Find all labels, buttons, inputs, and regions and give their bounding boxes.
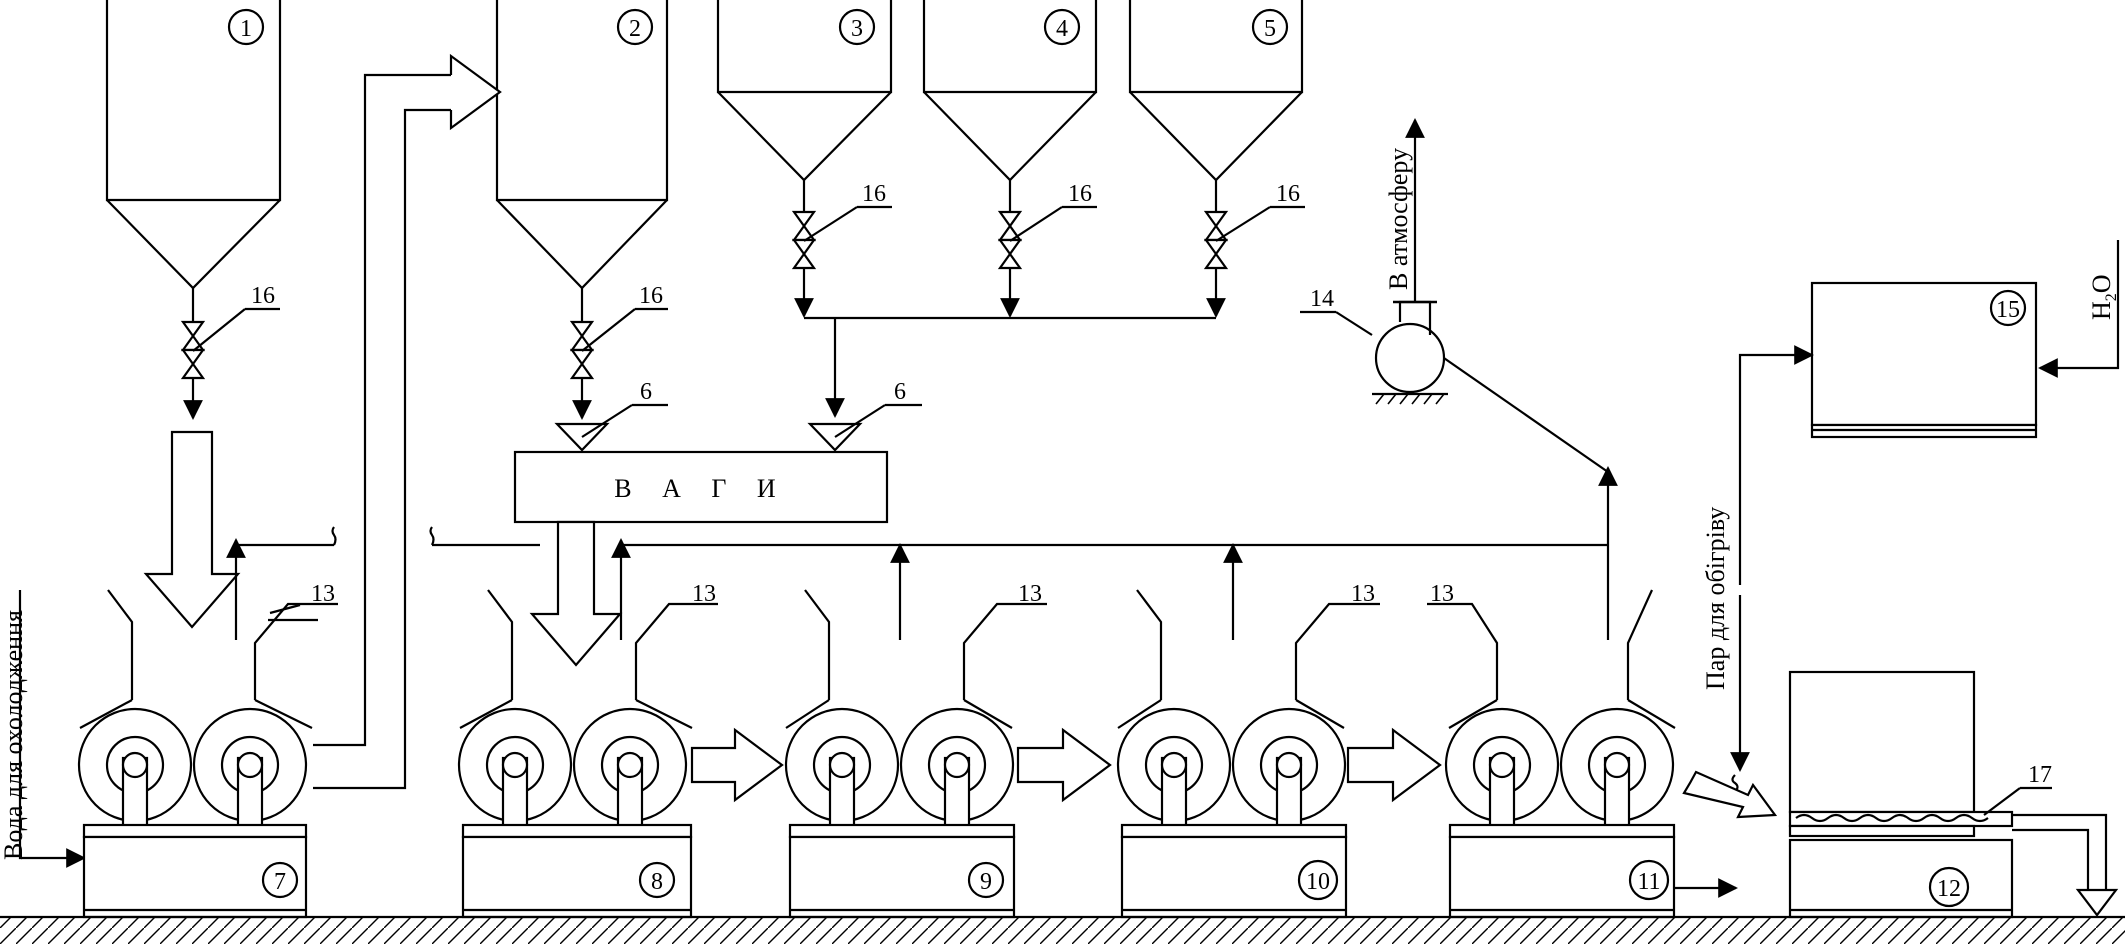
doser-right: 6 (807, 379, 922, 452)
cooling-water-inlet: Вода для охолодження (0, 590, 86, 868)
ground (0, 915, 2125, 944)
fan-label: 14 (1310, 286, 1334, 312)
hood-label-mill-11: 13 (1430, 581, 1454, 607)
hood-label-mill-9: 13 (1018, 581, 1042, 607)
weighing-unit-label: В А Г И (614, 474, 787, 503)
hopper-1: 1 (105, 0, 282, 322)
heating-steam-label: Пар для обігріву (1701, 507, 1730, 690)
press-12: 12 17 (1788, 670, 2119, 919)
feed-arrow-mill-8 (529, 520, 623, 667)
mill-11: 11 13 (1427, 581, 1738, 919)
boiler-number: 15 (1996, 297, 2020, 323)
hood-label-mill-7: 13 (311, 581, 335, 607)
valve-label-3: 16 (862, 181, 886, 207)
mill-7-number: 7 (274, 869, 286, 895)
boiler-15: 15 H2O Пар для обігріву (1701, 240, 2120, 792)
weighing-unit: В А Г И (513, 450, 889, 524)
doser-label-left: 6 (640, 379, 652, 405)
water-formula-label: H2O (2087, 274, 2120, 320)
doser-label-right: 6 (894, 379, 906, 405)
press-plate-label: 17 (2028, 762, 2052, 788)
feed-arrow-mill-7 (143, 430, 241, 629)
hood-label-mill-8: 13 (692, 581, 716, 607)
hopper-5: 5 (1128, 0, 1304, 212)
mill-11-number: 11 (1637, 869, 1660, 895)
hopper-3-number: 3 (851, 16, 863, 42)
valve-label-2: 16 (639, 283, 663, 309)
atmosphere-label: В атмосферу (1384, 148, 1413, 290)
transfer-arrow-9-10 (1016, 727, 1112, 803)
collector-line (804, 316, 1216, 418)
exhaust-lines (226, 338, 1618, 640)
mill-8-number: 8 (651, 869, 663, 895)
fan-14: 14 В атмосферу (1300, 118, 1448, 405)
hopper-2-number: 2 (629, 16, 641, 42)
hopper-3: 3 (716, 0, 893, 212)
valve-label-1: 16 (251, 283, 275, 309)
mill-8: 8 13 (457, 581, 718, 919)
valve-hopper-1: 16 (180, 283, 280, 420)
mill-10: 10 13 (1116, 581, 1380, 919)
press-number: 12 (1937, 876, 1961, 902)
transfer-arrow-10-11 (1346, 727, 1442, 803)
mill-9-number: 9 (980, 869, 992, 895)
mill-10-number: 10 (1306, 869, 1330, 895)
valve-hopper-2: 16 (569, 283, 668, 420)
cooling-water-label: Вода для охолодження (0, 610, 28, 860)
hopper-4-number: 4 (1056, 16, 1068, 42)
transfer-arrow-8-9 (690, 727, 784, 803)
mill-9: 9 13 (784, 581, 1047, 919)
hopper-1-number: 1 (240, 16, 252, 42)
valve-hopper-5: 16 (1203, 181, 1305, 318)
valve-hopper-3: 16 (791, 181, 892, 318)
hood-label-mill-10: 13 (1351, 581, 1375, 607)
transfer-arrow-11-12 (1682, 770, 1778, 819)
hopper-2: 2 (495, 0, 669, 322)
hopper-4: 4 (922, 0, 1098, 212)
hopper-5-number: 5 (1264, 16, 1276, 42)
valve-hopper-4: 16 (997, 181, 1097, 318)
valve-label-4: 16 (1068, 181, 1092, 207)
doser-left: 6 (554, 379, 668, 452)
mill-7: 7 13 (77, 581, 338, 919)
valve-label-5: 16 (1276, 181, 1300, 207)
transfer-pipe (313, 53, 502, 790)
